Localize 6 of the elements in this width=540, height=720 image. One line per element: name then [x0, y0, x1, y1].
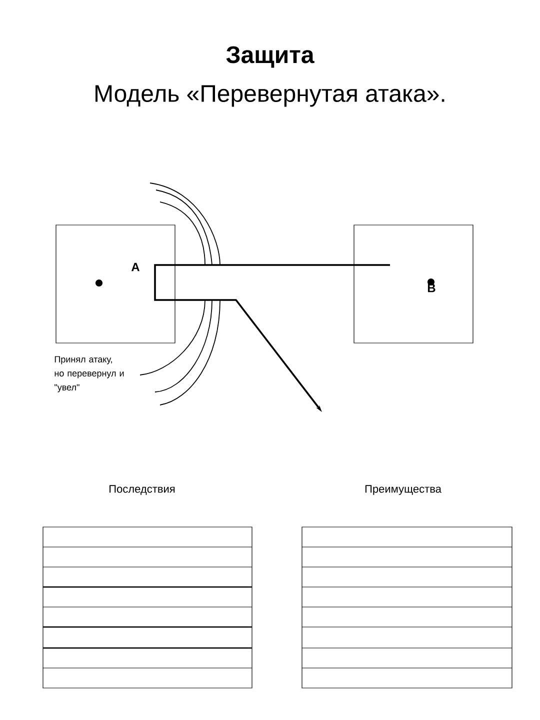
note: Принял атаку, но перевернул и "увел"	[54, 356, 124, 392]
title: Защита	[226, 46, 314, 68]
column-heading: Последствия	[110, 485, 175, 495]
subtitle: Модель «Перевернутая атака».	[96, 85, 444, 107]
square-box: A	[56, 224, 176, 344]
column-heading: Преимущества	[365, 485, 442, 495]
